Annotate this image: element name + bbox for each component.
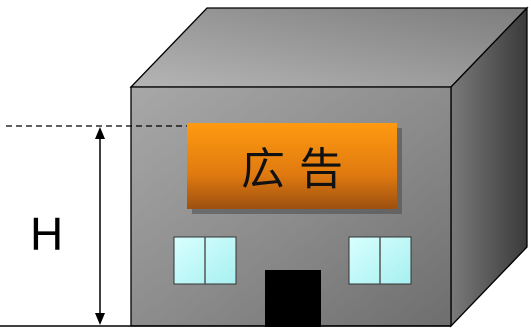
left-window xyxy=(173,236,237,285)
advertisement-sign xyxy=(187,123,397,209)
sign-text: 広 告 xyxy=(241,144,343,195)
height-label: H xyxy=(30,208,63,260)
building-door xyxy=(265,270,321,327)
right-window xyxy=(348,236,412,285)
height-arrow-icon xyxy=(95,127,105,325)
